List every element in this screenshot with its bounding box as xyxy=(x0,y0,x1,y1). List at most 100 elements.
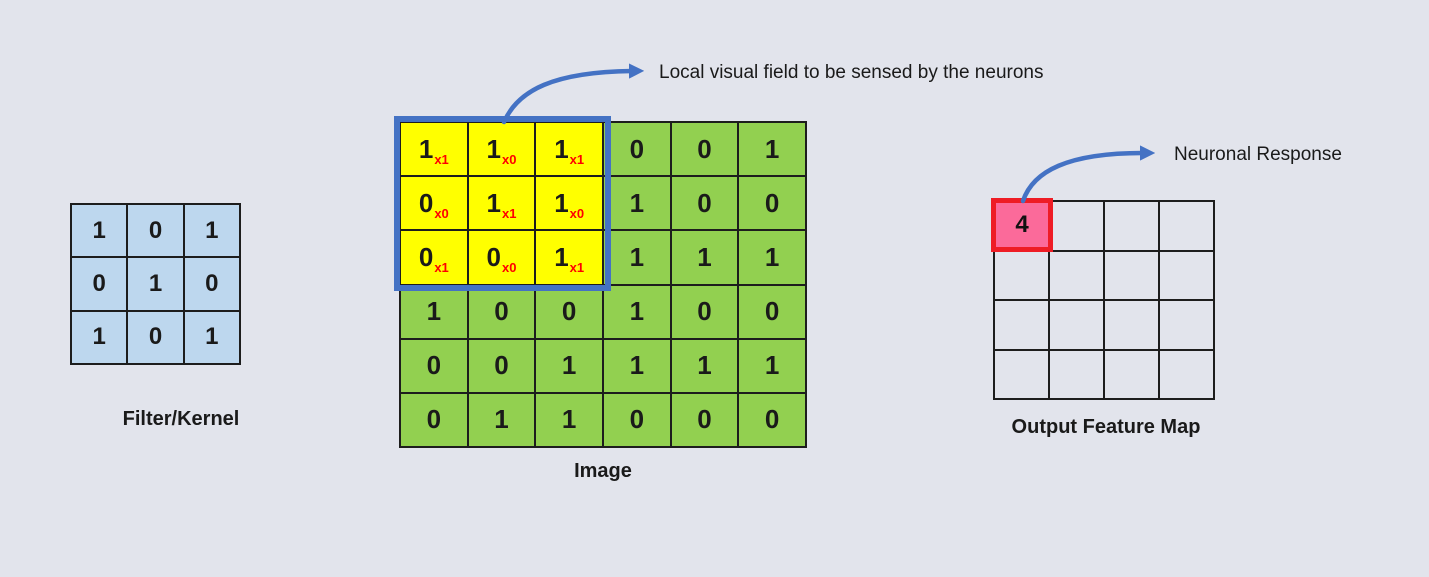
filter-cell: 0 xyxy=(184,258,239,310)
filter-cell: 1 xyxy=(72,205,127,257)
image-value: 1 xyxy=(697,241,712,272)
kernel-weight-subscript: x1 xyxy=(501,205,517,221)
image-cell: 1 xyxy=(739,339,805,392)
kernel-weight-subscript: x0 xyxy=(434,205,449,221)
kernel-weight-subscript: x1 xyxy=(434,151,449,167)
image-value: 1 xyxy=(697,350,712,381)
image-cell: 1 xyxy=(603,285,670,338)
filter-cell: 0 xyxy=(128,311,183,363)
image-cell: 1 xyxy=(603,177,670,230)
local-field-annotation: Local visual field to be sensed by the n… xyxy=(659,62,1044,83)
filter-cell: 0 xyxy=(72,258,127,310)
image-value: 1 xyxy=(629,241,645,272)
image-cell: 0 xyxy=(739,285,805,338)
image-cell: 0 xyxy=(739,177,805,230)
filter-cell: 1 xyxy=(184,205,239,257)
filter-cell: 1 xyxy=(128,258,183,310)
image-value: 1 xyxy=(554,187,569,218)
image-value: 1 xyxy=(418,133,434,164)
output-cell xyxy=(995,251,1048,299)
image-value: 1 xyxy=(426,296,442,327)
image-value: 0 xyxy=(697,187,712,218)
output-cell xyxy=(1105,251,1158,299)
filter-value: 1 xyxy=(205,323,219,351)
filter-value: 1 xyxy=(148,269,163,297)
output-cell xyxy=(1105,301,1158,349)
kernel-weight-subscript: x1 xyxy=(569,259,585,275)
filter-kernel-grid: 1 0 1 0 1 0 1 0 1 xyxy=(70,203,241,365)
image-value: 1 xyxy=(554,133,569,164)
image-value: 0 xyxy=(426,350,442,381)
output-active-cell: 4 xyxy=(991,198,1053,252)
filter-cell: 0 xyxy=(128,205,183,257)
output-cell xyxy=(1050,251,1103,299)
filter-cell: 1 xyxy=(72,311,127,363)
image-value: 0 xyxy=(764,296,780,327)
image-value: 0 xyxy=(764,187,780,218)
neuronal-response-arrow xyxy=(1020,145,1156,204)
image-cell: 0 xyxy=(603,393,670,446)
output-feature-map-label: Output Feature Map xyxy=(1011,416,1201,438)
image-value: 1 xyxy=(494,404,509,435)
image-cell: 0 xyxy=(671,123,738,176)
filter-value: 0 xyxy=(205,269,219,297)
image-value: 1 xyxy=(629,350,645,381)
output-cell xyxy=(995,350,1048,398)
output-cell xyxy=(1105,350,1158,398)
image-cell: 0 xyxy=(603,123,670,176)
output-cell xyxy=(1160,301,1213,349)
neuronal-response-annotation: Neuronal Response xyxy=(1174,144,1342,165)
image-value: 0 xyxy=(629,404,645,435)
image-cell: 1 xyxy=(739,231,805,284)
image-value: 0 xyxy=(764,404,780,435)
image-value: 0 xyxy=(426,404,442,435)
image-cell: 1 xyxy=(739,123,805,176)
image-value: 1 xyxy=(764,350,780,381)
image-value: 0 xyxy=(697,133,712,164)
kernel-weight-subscript: x0 xyxy=(569,205,585,221)
image-value: 1 xyxy=(561,404,577,435)
output-cell xyxy=(1105,202,1158,250)
image-cell: 0 xyxy=(671,393,738,446)
image-value: 0 xyxy=(629,133,645,164)
filter-value: 1 xyxy=(92,323,106,351)
image-cell: 1 xyxy=(468,393,535,446)
kernel-weight-subscript: x0 xyxy=(501,151,517,167)
image-cell: 1 xyxy=(603,339,670,392)
image-cell: 1 xyxy=(671,339,738,392)
image-cell: 1 xyxy=(536,339,602,392)
kernel-weight-subscript: x0 xyxy=(501,259,517,275)
image-value: 0 xyxy=(494,350,509,381)
output-cell xyxy=(1160,202,1213,250)
image-cell: 0 xyxy=(739,393,805,446)
image-value: 1 xyxy=(629,296,645,327)
image-cell: 1 xyxy=(671,231,738,284)
filter-value: 0 xyxy=(148,216,163,244)
filter-value: 1 xyxy=(92,216,106,244)
image-cell: 1 xyxy=(536,393,602,446)
image-value: 0 xyxy=(697,296,712,327)
image-value: 1 xyxy=(554,241,569,272)
image-value: 0 xyxy=(697,404,712,435)
output-cell xyxy=(1050,350,1103,398)
filter-value: 1 xyxy=(205,216,219,244)
output-cell xyxy=(1160,251,1213,299)
image-value: 0 xyxy=(418,187,434,218)
output-cell xyxy=(995,301,1048,349)
image-value: 0 xyxy=(494,296,509,327)
image-value: 1 xyxy=(486,133,501,164)
local-field-arrow xyxy=(501,63,645,125)
kernel-weight-subscript: x1 xyxy=(434,259,449,275)
image-label: Image xyxy=(574,460,632,482)
image-cell: 1 xyxy=(401,285,467,338)
output-cell xyxy=(1160,350,1213,398)
image-cell: 0 xyxy=(401,339,467,392)
image-cell: 0 xyxy=(536,285,602,338)
image-value: 0 xyxy=(418,241,434,272)
image-value: 1 xyxy=(486,187,501,218)
